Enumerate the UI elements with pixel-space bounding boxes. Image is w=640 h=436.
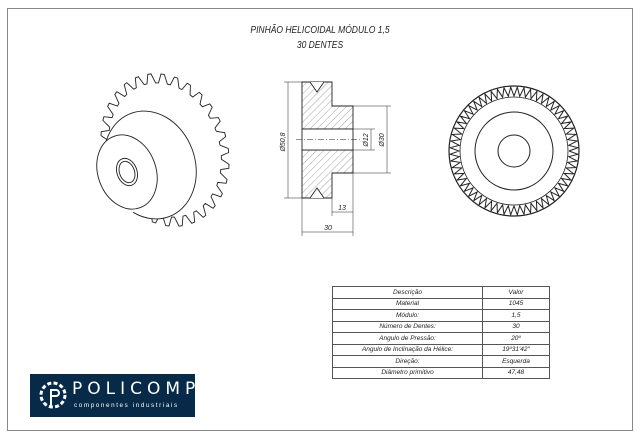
table-row: Direção:Esquerda [332,355,550,368]
row-value: Esquerda [482,355,550,368]
logo-tagline: componentes industriais [74,402,179,409]
drawing-frame [7,8,633,431]
table-row: Módulo:1,5 [332,309,550,322]
dim-outer-diameter: Ø50,8 [280,132,287,152]
table-row: Número de Dentes:30 [332,320,550,333]
row-label: Material [332,297,483,310]
row-label: Angulo de Inclinação da Hélice: [332,343,483,356]
dim-total-length: 30 [324,225,332,232]
row-value: 1045 [482,297,550,310]
table-row: Angulo de Inclinação da Hélice:19º31'42" [332,343,550,356]
gear-front-view [448,85,580,217]
dim-hub-length: 13 [338,205,346,212]
header-label: Descrição [332,286,483,299]
gear-isometric-view [96,73,230,227]
gear-section-view: Ø50,8 Ø12 Ø30 13 30 [280,81,391,236]
table-row: Angulo de Pressão:20º [332,332,550,345]
policomp-logo: POLICOMP componentes industriais [30,374,195,417]
drawing-title: PINHÃO HELICOIDAL MÓDULO 1,5 [250,25,390,36]
gear-logo-icon [39,381,67,409]
dim-bore-diameter: Ø12 [363,133,370,147]
row-value: 1,5 [482,309,550,322]
row-value: 20º [482,332,550,345]
row-label: Módulo: [332,309,483,322]
row-value: 19º31'42" [482,343,550,356]
row-value: 30 [482,320,550,333]
row-label: Direção: [332,355,483,368]
header-value: Valor [482,286,550,299]
row-label: Diâmetro primitivo [332,366,483,379]
dim-hub-diameter: Ø30 [379,133,386,147]
table-header-row: Descrição Valor [332,286,550,299]
row-label: Número de Dentes: [332,320,483,333]
row-label: Angulo de Pressão: [332,332,483,345]
row-value: 47,48 [482,366,550,379]
logo-name: POLICOMP [72,379,201,399]
gear-teeth-ring [448,85,580,217]
drawing-subtitle: 30 DENTES [296,40,344,51]
